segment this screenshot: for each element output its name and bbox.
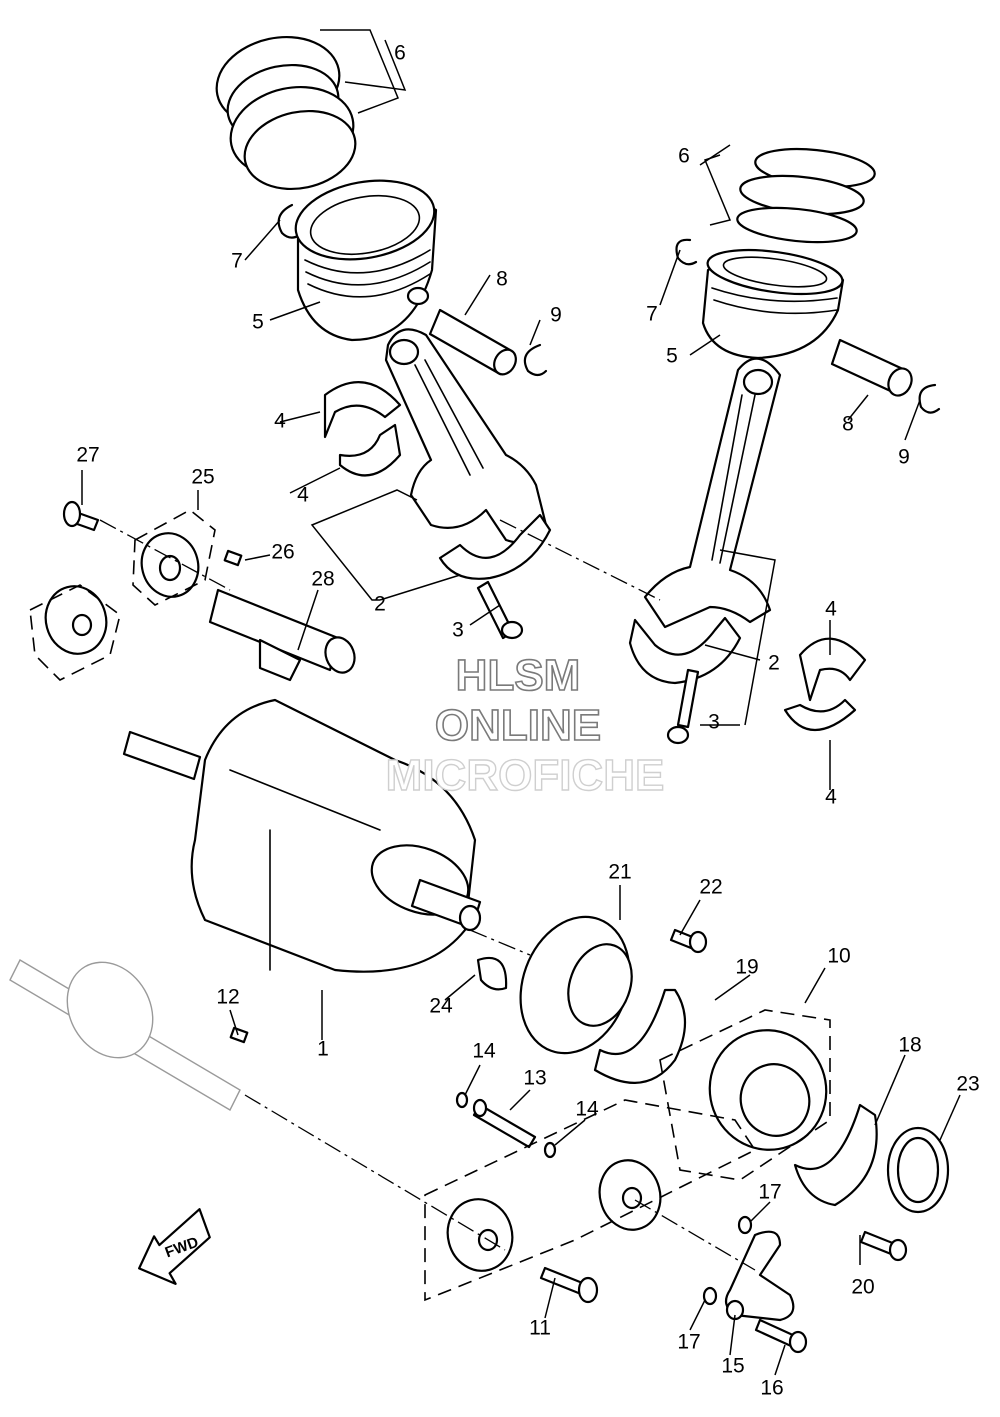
piston-clip-right-a — [675, 238, 698, 266]
bearing-shell-left-upper — [323, 381, 402, 439]
ghost-shaft — [9, 959, 241, 1111]
dowel-17-a — [737, 1215, 753, 1235]
circlip-24 — [476, 956, 508, 991]
connecting-rod-right — [643, 357, 782, 629]
callout-10: 10 — [827, 945, 850, 968]
callout-13: 13 — [523, 1067, 546, 1090]
gear-left-lower — [44, 585, 108, 655]
callout-14-a: 14 — [472, 1040, 496, 1063]
key-12 — [229, 1026, 249, 1044]
callout-3-right: 3 — [708, 711, 720, 734]
connecting-rod-left — [384, 328, 548, 544]
piston-pin-right — [830, 338, 913, 397]
callout-17-a: 17 — [758, 1181, 781, 1204]
callout-17-b: 17 — [677, 1331, 700, 1354]
rod-cap-right — [628, 616, 742, 685]
rod-cap-left — [438, 513, 552, 580]
callout-4-d: 4 — [825, 786, 837, 809]
watermark-line-1: HLSM — [456, 651, 581, 700]
bearing-shell-left-lower — [338, 423, 402, 477]
seal-23 — [886, 1126, 950, 1214]
piston-right — [701, 248, 845, 360]
piston-clip-left-b — [523, 343, 548, 377]
callout-28: 28 — [311, 568, 334, 591]
callout-1: 1 — [317, 1038, 329, 1061]
bearing-shell-right-lower — [783, 698, 857, 732]
callout-8-right: 8 — [842, 413, 854, 436]
callout-4-b: 4 — [297, 484, 309, 507]
gear-25 — [140, 532, 200, 598]
callout-6-left: 6 — [394, 42, 406, 65]
key-26 — [223, 549, 243, 567]
gear-10 — [708, 1029, 828, 1151]
callout-25: 25 — [191, 466, 214, 489]
callout-19: 19 — [735, 956, 758, 979]
callout-20: 20 — [851, 1276, 874, 1299]
callout-8-left: 8 — [496, 268, 508, 291]
callout-21: 21 — [608, 861, 631, 884]
callout-11: 11 — [529, 1317, 551, 1340]
bolt-27 — [62, 500, 100, 532]
callout-5-right: 5 — [666, 345, 678, 368]
callout-12: 12 — [216, 986, 239, 1009]
callout-15: 15 — [721, 1355, 744, 1378]
piston-clip-right-b — [918, 383, 941, 414]
centerline-lower — [244, 1094, 506, 1251]
bolt-22 — [669, 928, 708, 954]
callout-4-c: 4 — [825, 598, 837, 621]
gear-lower-center — [598, 1159, 662, 1231]
rod-bolt-left — [476, 580, 524, 640]
bracket-15 — [724, 1230, 795, 1322]
callout-6-right: 6 — [678, 145, 690, 168]
bolt-20 — [859, 1230, 908, 1262]
assembly-box-25 — [132, 509, 216, 606]
balancer-shaft-28 — [208, 588, 356, 682]
callout-2-right: 2 — [768, 652, 780, 675]
callout-22: 22 — [699, 876, 722, 899]
centerline-lower-right — [634, 1199, 756, 1271]
watermark-line-2: ONLINE — [435, 701, 601, 750]
callout-7-left: 7 — [231, 250, 243, 273]
piston-left — [294, 179, 438, 342]
leader-lines — [81, 29, 961, 1376]
callout-14-b: 14 — [575, 1098, 599, 1121]
callout-26: 26 — [271, 541, 294, 564]
assembly-box-10 — [659, 1009, 831, 1181]
callout-18: 18 — [898, 1034, 921, 1057]
callout-4-a: 4 — [274, 410, 286, 433]
callout-7-right: 7 — [646, 303, 658, 326]
assembly-box-left — [29, 584, 121, 681]
fwd-arrow-icon: FWD — [138, 1208, 211, 1285]
callout-2-left: 2 — [374, 593, 386, 616]
piston-rings-left — [215, 35, 357, 191]
callout-16: 16 — [760, 1377, 783, 1400]
bolt-11 — [539, 1266, 599, 1304]
oring-14-b — [543, 1141, 557, 1159]
callout-27: 27 — [76, 444, 99, 467]
centerline-flange — [469, 929, 531, 956]
piston-pin-left — [428, 308, 517, 376]
callout-9-right: 9 — [898, 446, 910, 469]
callout-5-left: 5 — [252, 311, 264, 334]
rod-bolt-right — [666, 668, 700, 745]
piston-rings-right — [736, 147, 876, 244]
crankshaft — [122, 698, 482, 973]
oring-14-a — [455, 1091, 469, 1109]
centerline-left — [99, 519, 231, 591]
flange-21 — [519, 915, 633, 1055]
bearing-shell-right-upper — [798, 637, 867, 702]
assembly-box-lower — [424, 1099, 757, 1302]
pin-13 — [472, 1098, 537, 1149]
bolt-16 — [754, 1318, 808, 1354]
dowel-17-b — [702, 1286, 718, 1306]
centerline-rod-right — [499, 519, 661, 601]
callout-23: 23 — [956, 1073, 979, 1096]
bearing-18 — [793, 1103, 878, 1207]
callout-24: 24 — [429, 995, 453, 1018]
callout-9-left: 9 — [550, 304, 562, 327]
watermark-line-3: MICROFICHE — [386, 751, 665, 800]
callout-3-left: 3 — [452, 619, 464, 642]
